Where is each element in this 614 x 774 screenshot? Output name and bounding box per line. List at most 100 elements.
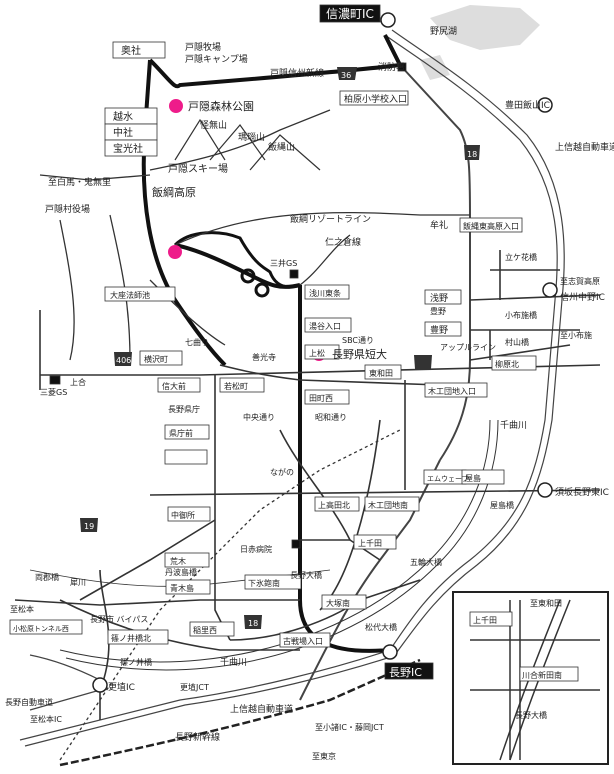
label-shinkansen: 長野新幹線 — [175, 731, 220, 743]
label-chuo: 中央通り — [243, 412, 275, 422]
label-denen: 田町西 — [309, 394, 333, 403]
label-nisseki: 日赤病院 — [240, 544, 272, 554]
label-village: 戸隠村役場 — [45, 203, 90, 215]
label-route18b: 18 — [248, 619, 258, 628]
label-wave: エムウェーブ — [427, 474, 469, 483]
route-shields — [80, 67, 480, 629]
label-resort: 飯綱リゾートライン — [290, 213, 371, 225]
label-obuse-bridge: 小布施橋 — [505, 310, 537, 320]
label-mitsubishi: 三菱GS — [40, 387, 67, 397]
label-toyono-box: 豊野 — [430, 324, 448, 336]
label-zenkoji: 善光寺 — [252, 352, 276, 362]
loop-1 — [240, 268, 256, 284]
label-menouyama: 瑪瑙山 — [238, 131, 265, 143]
label-kamitakada: 上高田北 — [318, 500, 350, 510]
label-mokko-minami: 木工団地南 — [368, 500, 408, 510]
label-inset-higashiwada: 至東和田 — [530, 598, 562, 608]
label-boxes — [9, 4, 537, 680]
label-suzaka-ic: 須坂長野東IC — [555, 486, 609, 498]
inset-roads — [470, 599, 600, 761]
label-chikuma2: 千曲川 — [220, 657, 247, 668]
label-yashima-bridge: 屋島橋 — [490, 500, 514, 510]
mountain-roads — [39, 109, 470, 361]
label-yashima: 屋島 — [465, 473, 481, 483]
label-inset-nagano-ohashi: 長野大橋 — [515, 710, 547, 720]
label-kosenjo: 古戦場入口 — [283, 636, 323, 646]
label-gorin: 五輪大橋 — [410, 557, 442, 567]
label-koshoku-jct: 更埴JCT — [180, 682, 209, 692]
label-shinonoi-kita: 篠ノ井橋北 — [111, 633, 151, 643]
label-nanamagari: 七曲り — [185, 337, 209, 347]
ic-markers — [92, 12, 558, 693]
label-tanhashi: 丹波島橋 — [165, 567, 197, 577]
label-nio: 仁之倉線 — [325, 236, 361, 248]
label-nagaden: ながの — [270, 467, 294, 477]
iizuna-marker — [168, 245, 182, 259]
label-shinanomachi-ic: 信濃町IC — [326, 7, 374, 21]
label-chikuma: 千曲川 — [500, 420, 527, 431]
label-junior-college: 長野県短大 — [332, 347, 387, 361]
label-iizuna-kogen: 飯綱高原 — [152, 185, 196, 199]
label-araki: 荒木 — [170, 556, 186, 566]
chikuma-river — [59, 419, 491, 663]
inset-kamichida-box — [469, 611, 513, 627]
label-uematsu: 上松 — [309, 348, 325, 358]
label-sai: 犀川 — [70, 578, 86, 587]
label-matsushiro: 松代大橋 — [365, 622, 397, 632]
label-apple: アップルライン — [440, 343, 496, 352]
label-toyono: 豊野 — [430, 306, 446, 316]
map-labels: 信濃町IC 奥社 戸隠牧場 戸隠キャンプ場 戸隠信州新線 36 野尻湖 消防署 … — [5, 7, 614, 761]
label-farm: 戸隠牧場 — [185, 41, 221, 53]
label-kamichida: 上千田 — [358, 538, 382, 548]
label-asakawa: 浅川東条 — [309, 288, 341, 298]
label-komatsubara: 小松原トンネル西 — [13, 624, 69, 633]
label-kamiai: 上合 — [70, 377, 86, 387]
label-nagano-ic: 長野IC — [389, 666, 422, 679]
label-ohtsuka: 大塚南 — [326, 598, 350, 608]
label-higashi-wada: 東和田 — [369, 368, 393, 378]
label-yukawa: 湯谷入口 — [309, 321, 341, 331]
label-inset-kawai: 川合新田南 — [522, 670, 562, 680]
label-chusha: 中社 — [113, 126, 133, 139]
label-ski: 戸隠スキー場 — [168, 162, 228, 175]
label-tategahana: 立ケ花橋 — [505, 252, 537, 262]
label-camp: 戸隠キャンプ場 — [185, 53, 248, 65]
label-yokosawa: 横沢町 — [144, 354, 168, 364]
label-to-matsumoto: 至松本 — [10, 604, 34, 614]
label-murayama: 村山橋 — [505, 337, 529, 347]
water-shape — [420, 55, 450, 80]
label-iizunayama: 飯縄山 — [268, 141, 295, 153]
label-nakano-ic: 信州中野IC — [560, 291, 605, 303]
inset-kawai-box — [519, 666, 579, 682]
label-kashiwabara: 柏原小学校入口 — [344, 93, 407, 105]
label-mokko: 木工団地入口 — [428, 386, 476, 396]
label-to-komoro: 至小諸IC・藤岡JCT — [315, 722, 384, 732]
label-koshoku-ic: 更埴IC — [108, 681, 135, 693]
label-yanagihara: 柳原北 — [495, 359, 519, 369]
label-nagano-highway: 長野自動車道 — [5, 697, 53, 707]
label-to-matsumoto-ic: 至松本IC — [30, 714, 62, 724]
label-mure: 牟礼 — [430, 219, 448, 231]
label-nagano-ohashi: 長野大橋 — [290, 570, 322, 580]
label-shobosho: 消防署 — [378, 61, 405, 73]
label-inari: 稲里西 — [193, 625, 217, 635]
label-route36: 36 — [341, 71, 351, 80]
label-showa: 昭和通り — [315, 412, 347, 422]
label-shiroba: 至白馬・鬼無里 — [48, 176, 111, 188]
label-kaimuyama: 怪無山 — [200, 119, 227, 131]
label-shinonoi-bridge: 篠ノ井橋 — [120, 657, 152, 667]
label-toyota-ic: 豊田飯山IC — [505, 99, 550, 111]
chikuma-river-bank — [65, 419, 499, 671]
label-nojiri: 野尻湖 — [430, 26, 457, 37]
label-aokijima: 青木島 — [170, 583, 194, 593]
loop-2 — [254, 282, 270, 298]
togakushi-forest-marker — [169, 99, 183, 113]
label-inset-kamichida: 上千田 — [473, 615, 497, 625]
label-ogura: 大座法師池 — [110, 290, 150, 300]
mountains — [174, 118, 321, 171]
label-bypass: 長野市 バイパス — [90, 614, 148, 624]
label-route18: 18 — [467, 150, 477, 159]
label-mitsui: 三井GS — [270, 258, 297, 268]
